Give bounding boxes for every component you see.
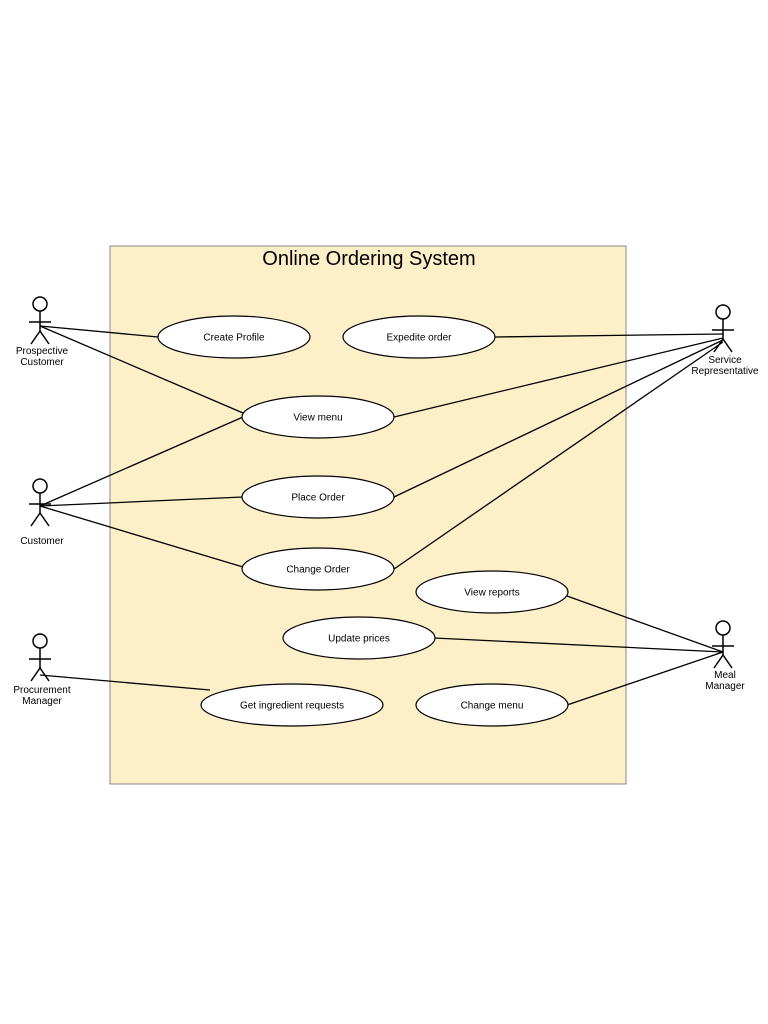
use-case-label: Change Order xyxy=(286,565,350,576)
stick-figure-left-leg xyxy=(30,512,41,527)
use-case-ellipse xyxy=(415,683,569,727)
use-case-ellipse xyxy=(241,475,395,519)
association-customer-view_menu xyxy=(39,416,244,507)
stick-figure-right-leg xyxy=(39,512,50,527)
association-meal-change_menu xyxy=(566,651,724,706)
use-case-create-profile: Create Profile xyxy=(157,315,311,359)
actor-label: Manager xyxy=(705,681,745,692)
use-case-label: View reports xyxy=(464,588,519,599)
use-case-label: Get ingredient requests xyxy=(240,701,344,712)
association-meal-view_reports xyxy=(566,595,724,653)
association-prospective-create_profile xyxy=(39,325,159,338)
use-case-ellipse xyxy=(241,547,395,591)
association-service-place_order xyxy=(393,339,724,498)
actor-customer: Customer xyxy=(20,478,64,547)
stick-figure-left-leg xyxy=(30,667,41,682)
use-case-get-ingredients: Get ingredient requests xyxy=(200,683,384,727)
use-case-ellipse xyxy=(415,570,569,614)
use-case-ellipse xyxy=(157,315,311,359)
use-case-change-menu: Change menu xyxy=(415,683,569,727)
association-lines xyxy=(39,325,724,706)
use-case-label: Update prices xyxy=(328,634,390,645)
association-procurement-get_ingredients xyxy=(39,674,211,691)
actor-label: Representative xyxy=(691,366,759,377)
use-case-change-order: Change Order xyxy=(241,547,395,591)
association-service-expedite_order xyxy=(494,333,724,338)
actor-label: Procurement xyxy=(13,685,70,696)
system-title: Online Ordering System xyxy=(262,248,475,270)
stick-figure-head xyxy=(715,620,731,636)
association-customer-place_order xyxy=(39,496,244,507)
use-case-label: View menu xyxy=(293,413,342,424)
use-case-label: Expedite order xyxy=(386,333,452,344)
actor-label: Customer xyxy=(20,536,64,547)
stick-figure-left-leg xyxy=(713,338,724,353)
association-customer-change_order xyxy=(39,505,244,568)
stick-figure-left-leg xyxy=(30,330,41,345)
stick-figure-head xyxy=(32,296,48,312)
use-case-view-menu: View menu xyxy=(241,395,395,439)
association-service-view_menu xyxy=(393,337,724,418)
actor-label: Prospective xyxy=(16,346,69,357)
use-case-label: Change menu xyxy=(461,701,524,712)
stick-figure-head xyxy=(32,633,48,649)
actor-label: Service xyxy=(708,355,742,366)
association-prospective-view_menu xyxy=(39,325,244,414)
stick-figure-right-leg xyxy=(39,667,50,682)
association-service-change_order xyxy=(393,341,724,570)
use-case-view-reports: View reports xyxy=(415,570,569,614)
stick-figure-left-leg xyxy=(713,654,724,669)
stick-figure-right-leg xyxy=(39,330,50,345)
actor-label: Meal xyxy=(714,670,736,681)
stick-figure-head xyxy=(32,478,48,494)
actor-label: Manager xyxy=(22,696,62,707)
actors: ProspectiveCustomerCustomerProcurementMa… xyxy=(13,296,759,707)
use-case-label: Place Order xyxy=(291,493,345,504)
use-case-expedite-order: Expedite order xyxy=(342,315,496,359)
use-case-ellipse xyxy=(342,315,496,359)
use-case-update-prices: Update prices xyxy=(282,616,436,660)
association-meal-update_prices xyxy=(433,637,724,653)
actor-label: Customer xyxy=(20,357,64,368)
use-case-ellipse xyxy=(282,616,436,660)
stick-figure-head xyxy=(715,304,731,320)
use-case-label: Create Profile xyxy=(203,333,265,344)
use-case-place-order: Place Order xyxy=(241,475,395,519)
use-case-ellipse xyxy=(241,395,395,439)
stick-figure-right-leg xyxy=(722,654,733,669)
stick-figure-right-leg xyxy=(722,338,733,353)
use-case-ellipse xyxy=(200,683,384,727)
